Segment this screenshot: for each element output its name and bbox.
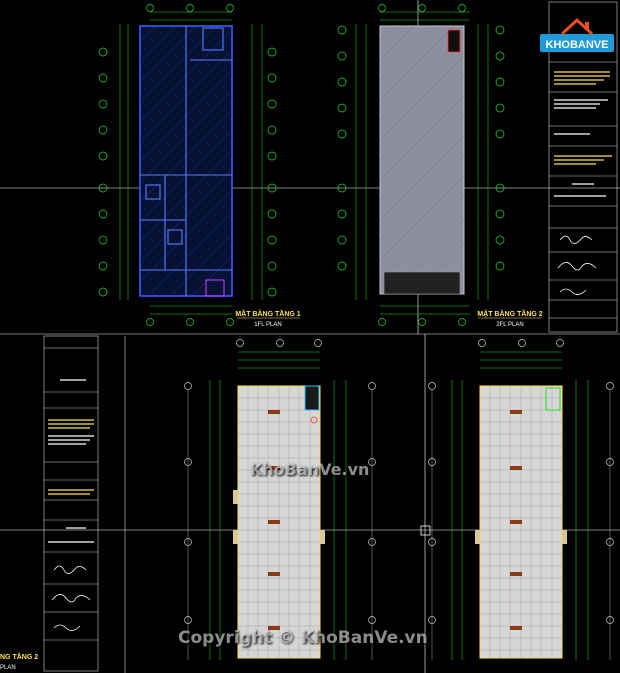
title-block-top-text-lines bbox=[554, 71, 612, 197]
partial-plan-title: NG TẦNG 2 bbox=[0, 651, 38, 661]
logo-graphic: KHOBANVE bbox=[540, 17, 614, 52]
title-block-bottom bbox=[43, 335, 99, 672]
svg-text:KHOBANVE: KHOBANVE bbox=[546, 39, 609, 51]
roof-plan-a-axis-bubbles bbox=[184, 339, 376, 624]
roof-plan-b-axis-bubbles bbox=[428, 339, 614, 624]
roof-plan-a-stair-core bbox=[304, 385, 320, 411]
roof-plan-b-stair-core bbox=[545, 387, 561, 411]
plan-2-stair bbox=[447, 29, 461, 53]
plan-1-walls bbox=[140, 26, 232, 297]
partial-plan-subtitle: PLAN bbox=[0, 665, 16, 671]
plan-2-bottom-bay bbox=[383, 271, 461, 295]
roof-plan-a-side-tabs bbox=[233, 490, 325, 544]
roof-plan-a-tiles bbox=[238, 386, 320, 658]
roof-plan-a-marker bbox=[310, 416, 318, 424]
roof-plan-a-drains bbox=[268, 410, 280, 630]
plan-2-grid bbox=[355, 11, 489, 315]
roof-plan-b-grid bbox=[431, 351, 611, 660]
title-block-top-signatures bbox=[557, 235, 597, 295]
roof-plan-a-grid bbox=[187, 351, 373, 660]
plan-1-axis-bubbles bbox=[98, 4, 277, 326]
title-block-top bbox=[548, 1, 618, 333]
plan-1-grid bbox=[119, 11, 263, 315]
plan-1-subtitle: 1FL PLAN bbox=[254, 322, 281, 328]
title-block-bottom-signatures bbox=[51, 565, 91, 631]
plan-2-title: MẶT BẰNG TẦNG 2 bbox=[477, 308, 542, 318]
plan-2-subtitle: 2FL PLAN bbox=[496, 322, 523, 328]
roof-plan-b-tiles bbox=[480, 386, 562, 658]
plan-2-hatching bbox=[379, 25, 465, 295]
plan-2-outline bbox=[379, 25, 465, 295]
plan-2-axis-bubbles bbox=[337, 4, 505, 326]
khobanve-logo: KHOBANVE bbox=[540, 16, 614, 56]
roof-plan-b-side-tabs bbox=[475, 530, 567, 544]
roof-plan-b-drains bbox=[510, 410, 522, 630]
cursor-pick-box bbox=[420, 525, 431, 536]
title-block-bottom-text-lines bbox=[48, 379, 94, 543]
plan-1-title: MẶT BẰNG TẦNG 1 bbox=[235, 308, 300, 318]
